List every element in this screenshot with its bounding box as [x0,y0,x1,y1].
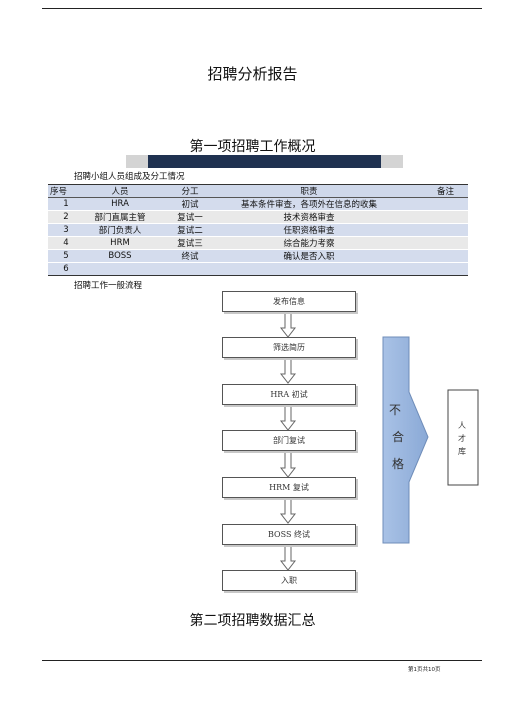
reject-label-3: 格 [392,457,405,471]
cell-role [156,262,224,276]
header-rule [42,8,482,9]
flow-step-dept: 部门复试 [222,430,356,451]
cell-note [394,236,468,250]
flow-step-publish: 发布信息 [222,291,356,312]
cell-role: 复试一 [156,210,224,224]
banner-bar [148,155,381,168]
cell-person: HRA [84,197,156,211]
cell-no: 5 [48,249,84,263]
reject-label-1: 不 [389,403,402,417]
page-title: 招聘分析报告 [207,65,298,83]
reject-arrow-icon [382,336,429,544]
header-role: 分工 [156,184,224,198]
header-no: 序号 [48,184,84,198]
cell-no: 2 [48,210,84,224]
talent-pool-box [447,389,479,486]
cell-no: 6 [48,262,84,276]
table-row: 5 BOSS 终试 确认是否入职 [48,249,468,263]
cell-duty: 基本条件审查，各项外在信息的收集 [224,197,394,211]
talent-pool-label-2: 才 [458,434,466,443]
cell-duty: 技术资格审查 [224,210,394,224]
cell-note [394,197,468,211]
cell-note [394,262,468,276]
down-arrow-icon [279,497,297,524]
flow-step-screen: 筛选简历 [222,337,356,358]
cell-duty: 任职资格审查 [224,223,394,237]
table-row: 3 部门负责人 复试二 任职资格审查 [48,223,468,237]
table-row: 2 部门直属主管 复试一 技术资格审查 [48,210,468,224]
header-note: 备注 [394,184,468,198]
cell-note [394,249,468,263]
cell-no: 3 [48,223,84,237]
cell-person: 部门负责人 [84,223,156,237]
banner-left-gray [126,155,148,168]
flow-step-hrm: HRM 复试 [222,477,356,498]
cell-note [394,210,468,224]
down-arrow-icon [279,451,297,478]
page-number: 第1页共10页 [408,667,441,673]
cell-no: 1 [48,197,84,211]
table-row: 1 HRA 初试 基本条件审查，各项外在信息的收集 [48,197,468,211]
cell-duty: 综合能力考察 [224,236,394,250]
down-arrows [279,311,297,571]
section2-heading: 第二项招聘数据汇总 [189,613,316,629]
flow-caption: 招聘工作一般流程 [74,281,143,291]
cell-role: 复试三 [156,236,224,250]
cell-person: HRM [84,236,156,250]
flow-step-boss: BOSS 终试 [222,524,356,545]
footer-rule [42,660,482,661]
flow-step-hra: HRA 初试 [222,384,356,405]
header-duty: 职责 [224,184,394,198]
section1-heading: 第一项招聘工作概况 [189,139,316,155]
down-arrow-icon [279,357,297,384]
cell-person: BOSS [84,249,156,263]
cell-person [84,262,156,276]
table-row: 4 HRM 复试三 综合能力考察 [48,236,468,250]
cell-person: 部门直属主管 [84,210,156,224]
staff-table: 序号 人员 分工 职责 备注 1 HRA 初试 基本条件审查，各项外在信息的收集… [48,184,468,276]
table-header-row: 序号 人员 分工 职责 备注 [48,184,468,198]
flow-step-hire: 入职 [222,570,356,591]
cell-note [394,223,468,237]
talent-pool-label-3: 库 [458,447,466,456]
table-row: 6 [48,262,468,276]
cell-role: 复试二 [156,223,224,237]
down-arrow-icon [279,404,297,431]
reject-label-2: 合 [392,430,405,444]
header-person: 人员 [84,184,156,198]
cell-role: 初试 [156,197,224,211]
down-arrow-icon [279,311,297,338]
cell-role: 终试 [156,249,224,263]
banner-right-gray [381,155,403,168]
talent-pool-label-1: 人 [458,421,466,430]
table-caption: 招聘小组人员组成及分工情况 [74,172,185,182]
cell-no: 4 [48,236,84,250]
cell-duty: 确认是否入职 [224,249,394,263]
down-arrow-icon [279,544,297,571]
cell-duty [224,262,394,276]
